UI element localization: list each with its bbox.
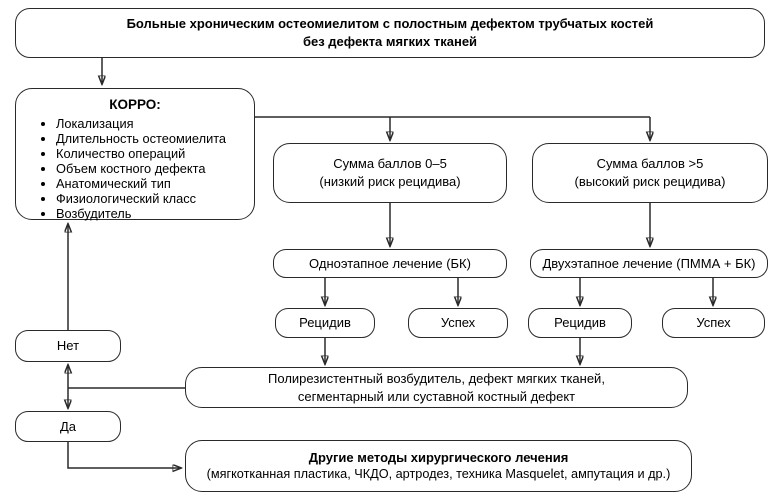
sum-low-line2: (низкий риск рецидива) xyxy=(319,174,461,189)
success-right-box: Успех xyxy=(662,308,765,338)
koppo-box: КОРРО: Локализация Длительность остеомие… xyxy=(15,88,255,221)
criteria-line2: сегментарный или суставной костный дефек… xyxy=(297,388,576,404)
koppo-item-operations: Количество операций xyxy=(56,146,246,161)
relapse-right-box: Рецидив xyxy=(528,308,632,338)
yes-label: Да xyxy=(59,418,77,434)
one-stage-label: Одноэтапное лечение (БК) xyxy=(309,255,471,271)
relapse-right-label: Рецидив xyxy=(554,315,606,331)
koppo-list: Локализация Длительность остеомиелита Ко… xyxy=(32,116,246,221)
two-stage-treatment-box: Двухэтапное лечение (ПММА + БК) xyxy=(530,249,768,278)
patients-box: Больные хроническим остеомиелитом с поло… xyxy=(15,8,765,58)
koppo-item-duration: Длительность остеомиелита xyxy=(56,131,246,146)
koppo-item-defect-volume: Объем костного дефекта xyxy=(56,161,246,176)
arrow-yes-to-other-methods xyxy=(67,442,181,468)
koppo-title: КОРРО: xyxy=(109,97,161,112)
yes-box: Да xyxy=(15,411,121,442)
sum-high-box: Сумма баллов >5 (высокий риск рецидива) xyxy=(532,143,768,203)
sum-high-line2: (высокий риск рецидива) xyxy=(574,174,726,189)
success-right-label: Успех xyxy=(696,315,731,331)
patients-line2: без дефекта мягких тканей xyxy=(302,34,478,49)
koppo-item-pathogen: Возбудитель xyxy=(56,206,246,221)
sum-low-box: Сумма баллов 0–5 (низкий риск рецидива) xyxy=(273,143,507,203)
success-left-box: Успех xyxy=(408,308,508,338)
no-label: Нет xyxy=(56,338,80,354)
other-methods-box: Другие методы хирургического лечения (мя… xyxy=(185,440,692,492)
koppo-item-physiologic-class: Физиологический класс xyxy=(56,191,246,206)
relapse-left-label: Рецидив xyxy=(299,315,351,331)
criteria-line1: Полирезистентный возбудитель, дефект мяг… xyxy=(268,370,605,386)
koppo-item-anatomic-type: Анатомический тип xyxy=(56,176,246,191)
sum-low-line1: Сумма баллов 0–5 xyxy=(333,156,447,172)
patients-line1: Больные хроническим остеомиелитом с поло… xyxy=(126,16,654,32)
success-left-label: Успех xyxy=(440,315,476,331)
other-methods-line1: Другие методы хирургического лечения xyxy=(308,449,569,465)
other-methods-line2: (мягкотканная пластика, ЧКДО, артродез, … xyxy=(206,467,671,482)
two-stage-label: Двухэтапное лечение (ПММА + БК) xyxy=(542,255,756,271)
koppo-item-localization: Локализация xyxy=(56,116,246,131)
no-box: Нет xyxy=(15,330,121,362)
relapse-left-box: Рецидив xyxy=(275,308,375,338)
criteria-box: Полирезистентный возбудитель, дефект мяг… xyxy=(185,367,688,408)
sum-high-line1: Сумма баллов >5 xyxy=(596,156,704,172)
one-stage-treatment-box: Одноэтапное лечение (БК) xyxy=(273,249,507,278)
